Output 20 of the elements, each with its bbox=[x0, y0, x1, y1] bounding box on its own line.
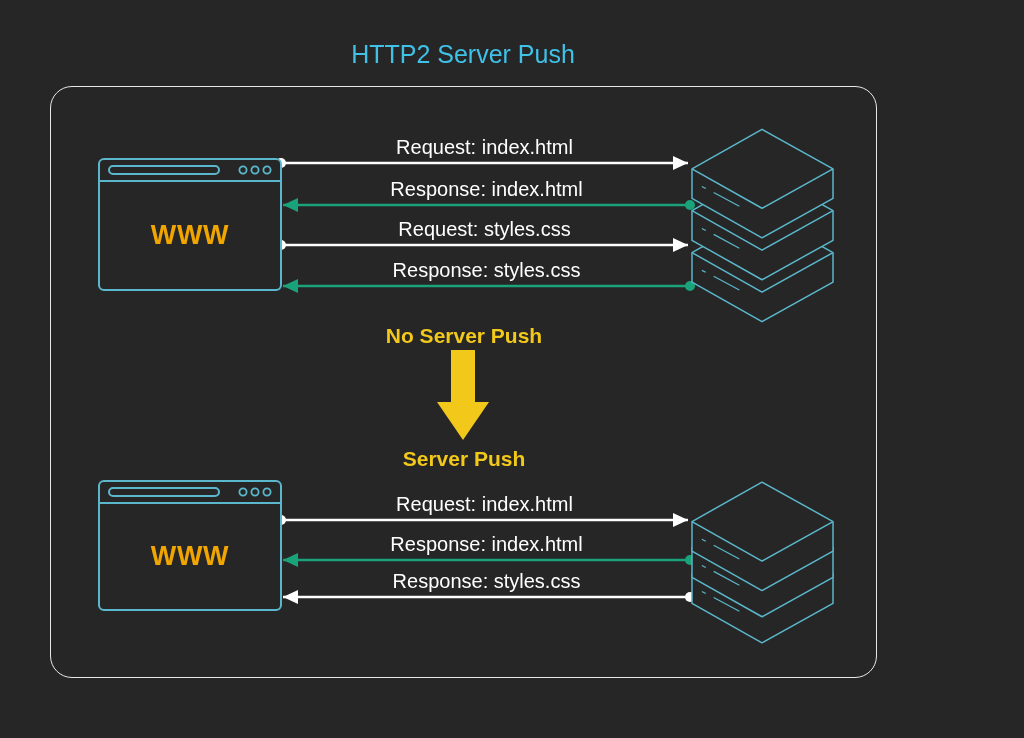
block-arrow bbox=[437, 350, 489, 440]
browser-window bbox=[98, 158, 282, 291]
diagram-title: HTTP2 Server Push bbox=[350, 39, 576, 70]
edge-label: Request: styles.css bbox=[397, 219, 572, 239]
www-text: WWW bbox=[150, 219, 230, 253]
arrow bbox=[283, 198, 695, 212]
edge-label: Response: styles.css bbox=[391, 260, 582, 280]
server-stack-drawing bbox=[691, 481, 834, 644]
edge-label: Response: index.html bbox=[389, 179, 584, 199]
state-label: Server Push bbox=[381, 444, 547, 474]
edge-label: Request: index.html bbox=[395, 137, 574, 157]
panel-frame bbox=[50, 86, 877, 678]
edge-label: Request: index.html bbox=[395, 494, 574, 514]
www-text: WWW bbox=[150, 540, 230, 574]
edge-label: Response: styles.css bbox=[391, 571, 582, 591]
state-label: No Server Push bbox=[361, 321, 567, 351]
server-stack-drawing bbox=[691, 128, 834, 323]
arrow bbox=[283, 279, 695, 293]
browser-window bbox=[98, 480, 282, 611]
edge-label: Response: index.html bbox=[389, 534, 584, 554]
